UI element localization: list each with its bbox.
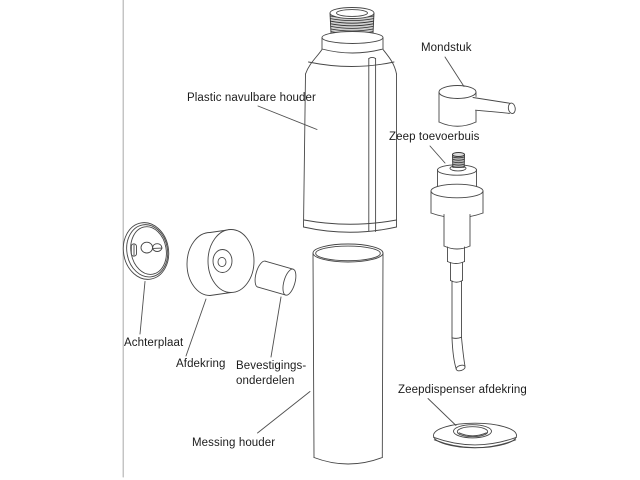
fasteners-drawing (254, 260, 297, 296)
dispenser-washer-drawing (433, 422, 517, 449)
leader-line-achterplaat (139, 281, 146, 335)
cover-ring-drawing (186, 229, 255, 296)
leader-line-plastic-houder (257, 105, 318, 130)
label-messing-houder: Messing houder (192, 437, 276, 449)
nozzle-drawing (438, 85, 516, 127)
leader-line-mondstuk (444, 56, 465, 87)
label-plastic-navulbare-houder: Plastic navulbare houder (187, 92, 316, 104)
label-zeepdispenser-afdekring: Zeepdispenser afdekring (398, 384, 527, 396)
label-bevestigings-onderdelen: Bevestigings- onderdelen (236, 360, 307, 387)
leader-line-zeepdispenser-afdekring (427, 398, 457, 426)
label-afdekring: Afdekring (176, 358, 226, 370)
leader-line-zeep-toevoerbuis (429, 145, 446, 164)
brass-holder-drawing (312, 243, 384, 465)
label-achterplaat: Achterplaat (124, 337, 184, 349)
pump-drawing (430, 152, 484, 372)
backplate-drawing (122, 222, 170, 280)
label-mondstuk: Mondstuk (421, 42, 472, 54)
leader-line-bevestigings (270, 296, 282, 358)
plastic-bottle-drawing (303, 7, 397, 233)
label-zeep-toevoerbuis: Zeep toevoerbuis (389, 131, 480, 143)
leader-line-messing-houder (257, 391, 311, 434)
leader-line-afdekring (185, 298, 207, 357)
